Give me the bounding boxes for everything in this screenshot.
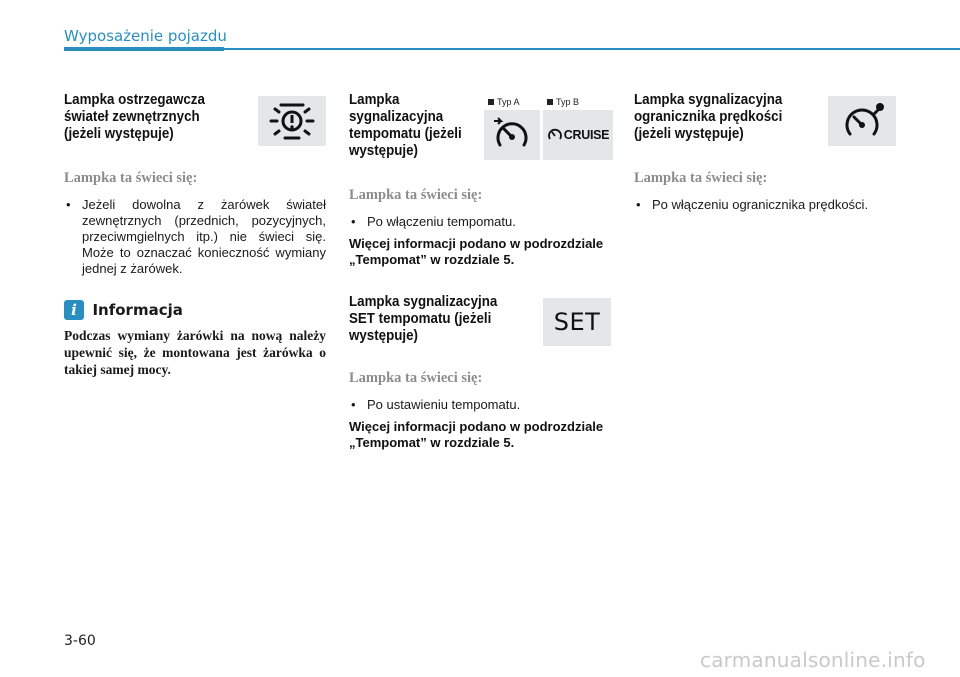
list-item: Jeżeli dowolna z żarówek świateł zewnętr… xyxy=(64,197,326,277)
speed-limiter-icon xyxy=(828,96,896,146)
cruise-type-a-icon xyxy=(484,110,540,160)
note-line: Więcej informacji podano w podrozdziale xyxy=(349,236,604,251)
info-icon: i xyxy=(64,300,84,320)
title-line: tempomatu (jeżeli xyxy=(349,126,462,142)
title-line: Lampka sygnalizacyjna xyxy=(634,92,783,108)
info-heading: Informacja xyxy=(92,301,183,319)
title-line: występuje) xyxy=(349,328,418,344)
title-line: (jeżeli występuje) xyxy=(634,126,744,142)
section-title: Wyposażenie pojazdu xyxy=(64,27,227,45)
info-box: i Informacja xyxy=(64,300,326,320)
set-text: SET xyxy=(553,308,601,336)
note-line: „Tempomat” w rozdziale 5. xyxy=(349,252,515,267)
set-title: Lampka sygnalizacyjna SET tempomatu (jeż… xyxy=(349,294,515,345)
cruise-text: CRUISE xyxy=(563,128,610,142)
cruise-title: Lampka sygnalizacyjna tempomatu (jeżeli … xyxy=(349,92,469,160)
exterior-bulb-title: Lampka ostrzegawcza świateł zewnętrznych… xyxy=(64,92,239,143)
title-line: Lampka ostrzegawcza xyxy=(64,92,205,108)
speed-limiter-title: Lampka sygnalizacyjna ogranicznika prędk… xyxy=(634,92,809,143)
cruise-type-b-icon: CRUISE xyxy=(543,110,613,160)
page-number: 3-60 xyxy=(64,633,96,649)
watermark: carmanualsonline.info xyxy=(700,648,926,672)
subheading: Lampka ta świeci się: xyxy=(349,187,483,203)
header-tab xyxy=(64,47,224,51)
subheading: Lampka ta świeci się: xyxy=(634,170,768,186)
subheading: Lampka ta świeci się: xyxy=(349,370,483,386)
title-line: sygnalizacyjna xyxy=(349,109,444,125)
title-line: Lampka xyxy=(349,92,400,108)
title-line: świateł zewnętrznych xyxy=(64,109,200,125)
gauge-icon xyxy=(547,128,562,140)
title-line: ogranicznika prędkości xyxy=(634,109,783,125)
list-item: Po włączeniu ogranicznika prędkości. xyxy=(634,197,900,213)
list-item: Po włączeniu tempomatu. xyxy=(349,214,613,230)
exterior-bulb-warning-icon xyxy=(258,96,326,146)
title-line: SET tempomatu (jeżeli xyxy=(349,311,492,327)
note-line: Więcej informacji podano w podrozdziale xyxy=(349,419,604,434)
column-exterior-bulb: Lampka ostrzegawcza świateł zewnętrznych… xyxy=(64,92,326,378)
title-line: (jeżeli występuje) xyxy=(64,126,174,142)
title-line: Lampka sygnalizacyjna xyxy=(349,294,498,310)
note-line: „Tempomat” w rozdziale 5. xyxy=(349,435,515,450)
cruise-note: Więcej informacji podano w podrozdziale … xyxy=(349,236,613,268)
type-b-label: Typ B xyxy=(547,97,579,107)
type-a-label: Typ A xyxy=(488,97,520,107)
set-note: Więcej informacji podano w podrozdziale … xyxy=(349,419,613,451)
title-line: występuje) xyxy=(349,143,418,159)
set-indicator-icon: SET xyxy=(543,298,611,346)
info-body: Podczas wymiany żarówki na nową należy u… xyxy=(64,328,326,377)
list-item: Po ustawieniu tempomatu. xyxy=(349,397,613,413)
header-rule xyxy=(64,48,960,50)
column-cruise: Lampka sygnalizacyjna tempomatu (jeżeli … xyxy=(349,92,613,451)
subheading: Lampka ta świeci się: xyxy=(64,170,198,186)
column-speed-limiter: Lampka sygnalizacyjna ogranicznika prędk… xyxy=(634,92,900,213)
